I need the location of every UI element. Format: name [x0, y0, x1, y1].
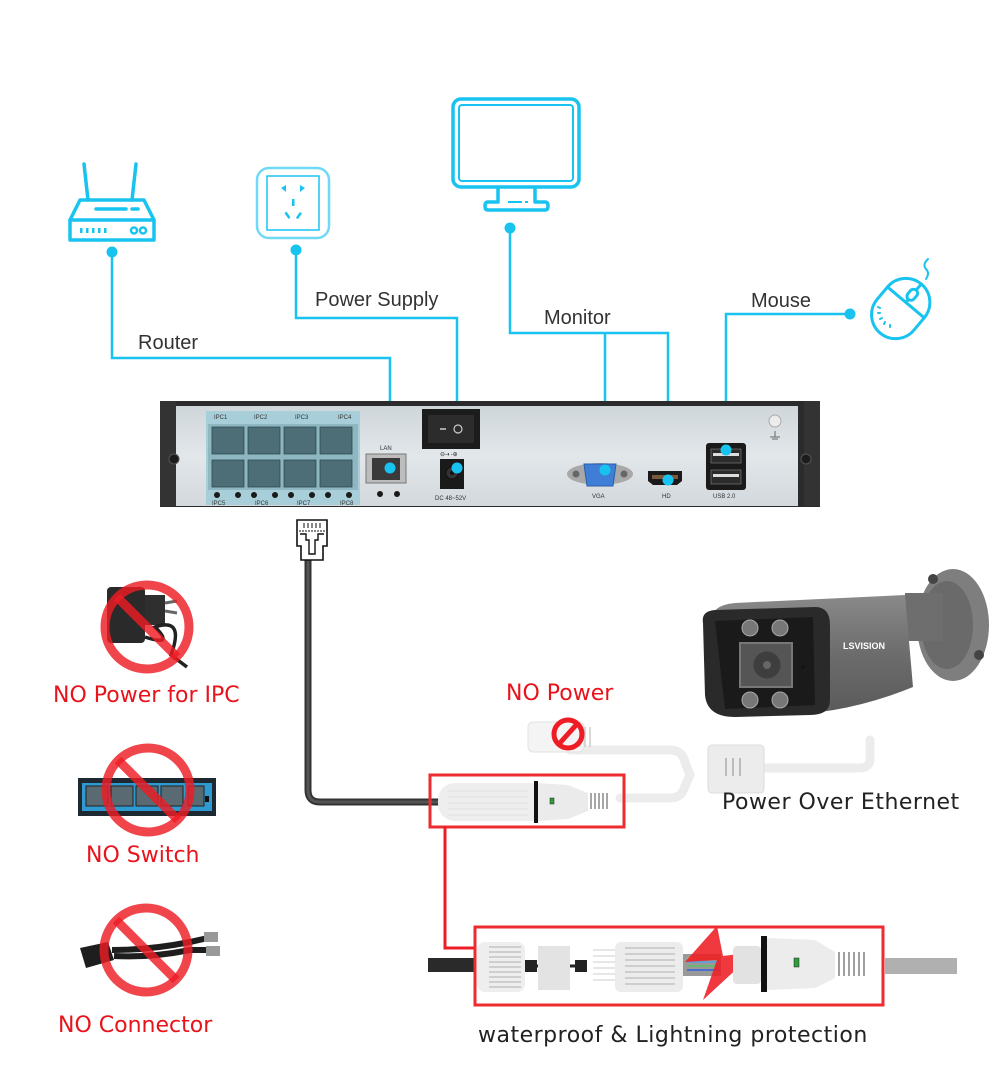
lightning-bolt-icon — [685, 926, 755, 1000]
rj45-waterproof-plug — [428, 773, 626, 829]
router-dot — [106, 246, 118, 258]
lan-label: LAN — [380, 446, 392, 452]
dc-voltage-label: DC 48~52V — [435, 496, 466, 502]
nvr-back-panel: IPC1 IPC2 IPC3 IPC4 IPC5 IPC6 IPC7 IPC8 … — [160, 401, 820, 507]
ipc5-label: IPC5 — [212, 501, 226, 507]
monitor-dot — [504, 222, 516, 234]
power-supply-label: Power Supply — [315, 289, 439, 311]
power-outlet-icon — [255, 166, 331, 240]
monitor-icon — [451, 97, 581, 212]
router-icon — [68, 162, 156, 242]
mouse-dot — [844, 308, 856, 320]
waterproof-lightning-label: waterproof & Lightning protection — [478, 1023, 868, 1048]
no-power-for-ipc-label: NO Power for IPC — [53, 683, 240, 708]
ipc4-label: IPC4 — [338, 415, 352, 421]
bullet-camera: LSVISION — [702, 569, 989, 717]
camera-brand: LSVISION — [843, 641, 885, 651]
no-power-label: NO Power — [506, 681, 614, 706]
no-connector-label: NO Connector — [58, 1013, 213, 1038]
ipc6-label: IPC6 — [255, 501, 269, 507]
power-adapter-icon — [100, 580, 194, 674]
ipc1-label: IPC1 — [214, 415, 228, 421]
power-over-ethernet-label: Power Over Ethernet — [722, 790, 960, 815]
ipc3-label: IPC3 — [295, 415, 309, 421]
monitor-label: Monitor — [544, 307, 611, 329]
ethernet-cable — [304, 555, 440, 806]
detail-callout-line — [443, 826, 476, 950]
poe-cables — [527, 717, 875, 803]
usb-label: USB 2.0 — [713, 494, 736, 500]
ipc8-label: IPC8 — [340, 501, 354, 507]
power-line — [294, 250, 459, 468]
network-switch-icon — [78, 743, 216, 837]
poe-splitter-icon — [80, 903, 220, 997]
waterproof-connector-detail — [428, 925, 957, 1007]
ipc7-label: IPC7 — [297, 501, 311, 507]
mouse-icon — [870, 258, 932, 341]
router-label: Router — [138, 332, 199, 354]
power-dot — [290, 244, 302, 256]
no-switch-label: NO Switch — [86, 843, 200, 868]
ipc2-label: IPC2 — [254, 415, 268, 421]
rj45-plug-icon — [296, 519, 328, 561]
hd-label: HD — [662, 494, 671, 500]
mouse-label: Mouse — [751, 290, 812, 312]
vga-label: VGA — [592, 494, 605, 500]
power-symbol-label: ⊖-◐-⊕ — [440, 452, 458, 458]
